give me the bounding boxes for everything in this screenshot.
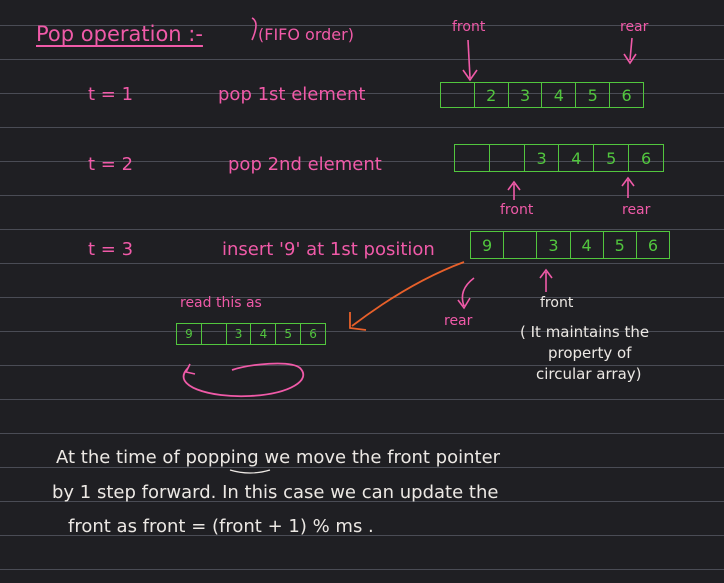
- array-cell: 4: [559, 145, 595, 171]
- rear-pointer-label-step-3: rear: [444, 313, 473, 329]
- array-cell: [504, 232, 538, 258]
- circular-wrap-arrowhead-icon: [184, 363, 196, 375]
- rear-step3-arrow-icon: [457, 277, 475, 310]
- front-pointer-label-step-3: front: [540, 295, 574, 311]
- array-cell: 5: [594, 145, 630, 171]
- array-cell: [441, 83, 475, 107]
- circular-note-line-2: property of: [548, 344, 632, 362]
- array-cell: 6: [621, 85, 632, 105]
- step-2-action: pop 2nd element: [228, 154, 382, 175]
- rear-top-arrowhead-icon: [623, 53, 637, 65]
- array-cell: 5: [276, 324, 302, 344]
- array-cell: 5: [604, 232, 637, 258]
- rear-step2-arrow-icon: [621, 176, 635, 198]
- rear-top-arrow-icon: [629, 37, 633, 61]
- front-pointer-label-top: front: [452, 19, 486, 35]
- front-top-arrowhead-icon: [462, 69, 478, 82]
- orange-arrow-icon: [351, 261, 465, 327]
- summary-line-3: front as front = (front + 1) % ms .: [68, 516, 374, 537]
- array-cell: [202, 324, 227, 344]
- front-step3-arrow-icon: [539, 268, 553, 292]
- front-top-arrow-icon: [467, 39, 471, 79]
- array-cell: 6: [309, 327, 317, 341]
- page-subtitle: (FIFO order): [258, 25, 354, 44]
- array-cell: 3: [537, 232, 571, 258]
- step-3-action: insert '9' at 1st position: [222, 239, 435, 260]
- circular-wrap-arrow-icon: [182, 362, 305, 398]
- array-cell: 5: [576, 83, 611, 107]
- step-1-action: pop 1st element: [218, 84, 366, 105]
- summary-line-1: At the time of popping we move the front…: [56, 447, 501, 468]
- array-cell: 3: [227, 324, 252, 344]
- array-cell: 3: [509, 83, 543, 107]
- step-2-time: t = 2: [88, 154, 134, 175]
- page-title: Pop operation :-: [36, 22, 203, 46]
- array-cell: 9: [471, 232, 505, 258]
- read-note-label: read this as: [180, 295, 262, 311]
- array-cell: [455, 145, 490, 171]
- summary-line-2: by 1 step forward. In this case we can u…: [52, 482, 499, 503]
- circular-note-line-3: circular array): [536, 365, 642, 383]
- array-cell: 4: [571, 232, 604, 258]
- array-cell: 9: [177, 324, 202, 344]
- array-cell: [490, 145, 525, 171]
- front-step2-arrow-icon: [507, 180, 521, 200]
- array-cell: 4: [542, 83, 577, 107]
- array-cell: 6: [647, 235, 659, 255]
- array-cell: 4: [251, 324, 277, 344]
- array-cell: 2: [475, 83, 509, 107]
- circular-note-line-1: ( It maintains the: [520, 323, 650, 341]
- step-3-time: t = 3: [88, 239, 134, 260]
- rear-pointer-label-step-2: rear: [622, 202, 651, 218]
- step-1-time: t = 1: [88, 84, 134, 105]
- array-cell: 6: [640, 148, 652, 168]
- subtitle-bracket: [251, 17, 257, 41]
- popping-underline: [229, 469, 271, 474]
- orange-arrowhead-icon: [349, 312, 367, 331]
- front-pointer-label-step-2: front: [500, 202, 534, 218]
- array-cell: 3: [525, 145, 560, 171]
- rear-pointer-label-top: rear: [620, 19, 649, 35]
